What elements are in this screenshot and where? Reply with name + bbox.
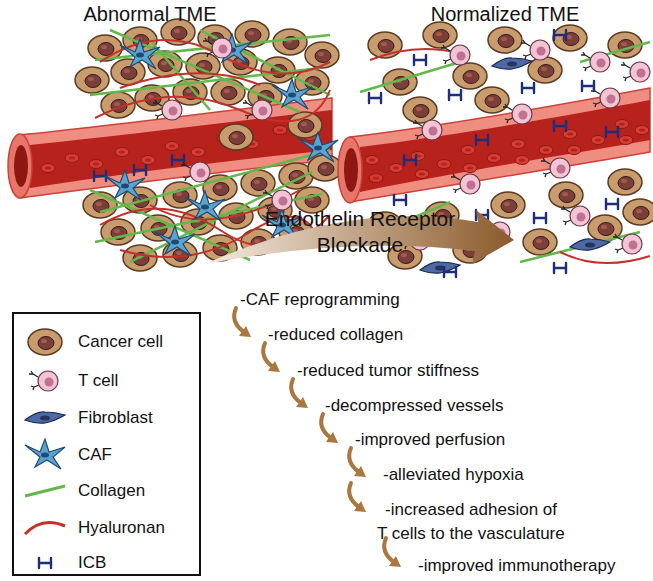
legend-text: Hyaluronan bbox=[78, 518, 165, 538]
legend-text: CAF bbox=[78, 445, 112, 465]
effect-step: -reduced collagen bbox=[268, 325, 403, 345]
tumor-cells-left-back bbox=[75, 19, 339, 118]
effect-step: -alleviated hypoxia bbox=[383, 465, 524, 485]
effect-step: -increased adhesion of T cells to the va… bbox=[377, 498, 570, 546]
t-cells-left bbox=[153, 38, 292, 210]
effect-step: -CAF reprogramming bbox=[240, 290, 400, 310]
panel-title: Normalized TME bbox=[400, 2, 610, 26]
effect-step: -improved perfusion bbox=[355, 430, 505, 450]
panel-title: Abnormal TME bbox=[45, 2, 255, 26]
legend-text: ICB bbox=[78, 553, 106, 573]
effect-step: -decompressed vessels bbox=[325, 396, 504, 416]
treatment-label: Endothelin Receptor Blockade bbox=[245, 206, 475, 258]
legend-samples bbox=[25, 329, 65, 568]
effect-step: -reduced tumor stiffness bbox=[297, 361, 479, 381]
legend-text: Collagen bbox=[78, 481, 145, 501]
effect-step: -improved immunotherapy bbox=[418, 556, 615, 576]
legend-text: T cell bbox=[78, 371, 118, 391]
blood-vessel-left bbox=[8, 98, 332, 198]
legend-box bbox=[13, 313, 200, 575]
legend-text: Cancer cell bbox=[78, 332, 163, 352]
legend-text: Fibroblast bbox=[78, 408, 153, 428]
blood-vessel-right bbox=[338, 88, 650, 203]
